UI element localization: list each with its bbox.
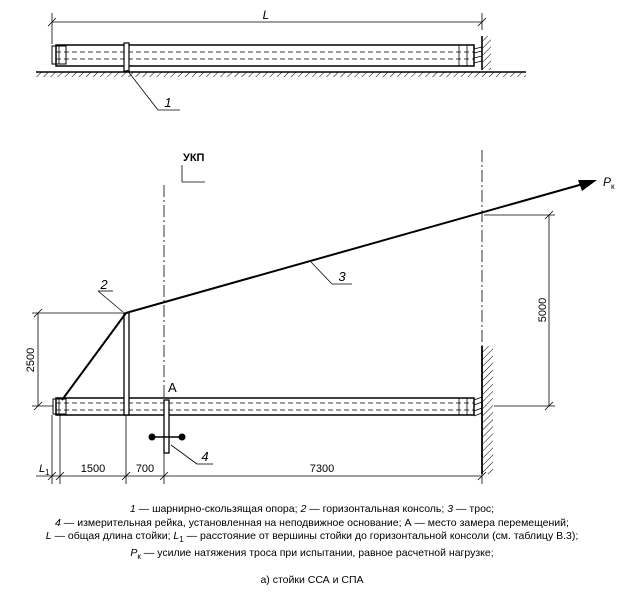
legend-num-2: 2 [300,503,307,515]
top-view: L [36,8,526,111]
legend-line-2: 4 — измерительная рейка, установленная н… [0,517,624,531]
point-a-label: A [168,380,177,395]
technical-drawing: L [25,8,615,484]
dimension-l-label: L [263,8,270,22]
legend-line-1: 1 — шарнирно-скользящая опора; 2 — гориз… [0,503,624,517]
main-wall [473,346,493,474]
callout-4-label: 4 [201,449,208,464]
legend-sym-l1-sub: 1 [179,535,184,545]
figure-caption: а) стойки ССА и СПА [260,574,364,586]
dimension-5000 [484,210,555,411]
legend-sym-l1: L [173,530,180,542]
force-label: Pк [603,175,615,191]
main-view: УКП [25,150,615,484]
dimension-l [47,13,487,44]
legend-num-4: 4 [55,516,61,529]
measuring-rail [148,399,186,454]
legend-text-2: — горизонтальная консоль; [306,503,448,515]
callout-1-label: 1 [164,95,171,110]
dimension-chain [36,415,487,484]
main-pole [52,397,475,416]
legend-sym-p: P [130,546,138,559]
top-pole [51,42,475,72]
cable [125,183,584,314]
legend-text-1: — шарнирно-скользящая опора; [135,503,301,515]
legend-num-3: 3 [447,503,454,515]
legend-sym-l: L [45,530,52,542]
diagonal-brace [61,312,127,401]
legend-line-4: Pк — усилие натяжения троса при испытани… [0,547,624,564]
callout-1 [126,69,180,111]
legend-text-p: — усилие натяжения троса при испытании, … [140,546,494,559]
legend-num-1: 1 [129,503,136,515]
ukp-axis [163,165,205,452]
dimension-700-label: 700 [136,463,154,475]
callout-4 [170,444,213,465]
callout-3-label: 3 [338,269,346,284]
legend: 1 — шарнирно-скользящая опора; 2 — гориз… [0,503,624,563]
dimension-5000-label: 5000 [537,298,549,322]
ukp-label: УКП [183,152,205,164]
dimension-2500 [32,308,124,411]
callout-2 [97,290,124,313]
legend-text-l: — общая длина стойки; [51,530,174,542]
legend-line-3: L — общая длина стойки; L1 — расстояние … [0,530,624,547]
legend-text-4: — измерительная рейка, установленная на … [60,516,569,529]
legend-text-l1: — расстояние от вершины стойки до горизо… [183,530,579,542]
dimension-1500-label: 1500 [81,463,105,475]
top-ground [36,71,526,77]
dimension-l1-label: L1 [39,463,50,477]
callout-2-label: 2 [99,277,108,292]
force-arrowhead [578,180,597,191]
dimension-2500-label: 2500 [25,348,37,372]
vertical-console [123,312,130,416]
top-wall [473,36,491,70]
callout-3 [310,261,352,285]
legend-text-3: — трос; [453,503,495,515]
legend-sym-p-sub: к [137,551,141,561]
dimension-7300-label: 7300 [310,463,334,475]
